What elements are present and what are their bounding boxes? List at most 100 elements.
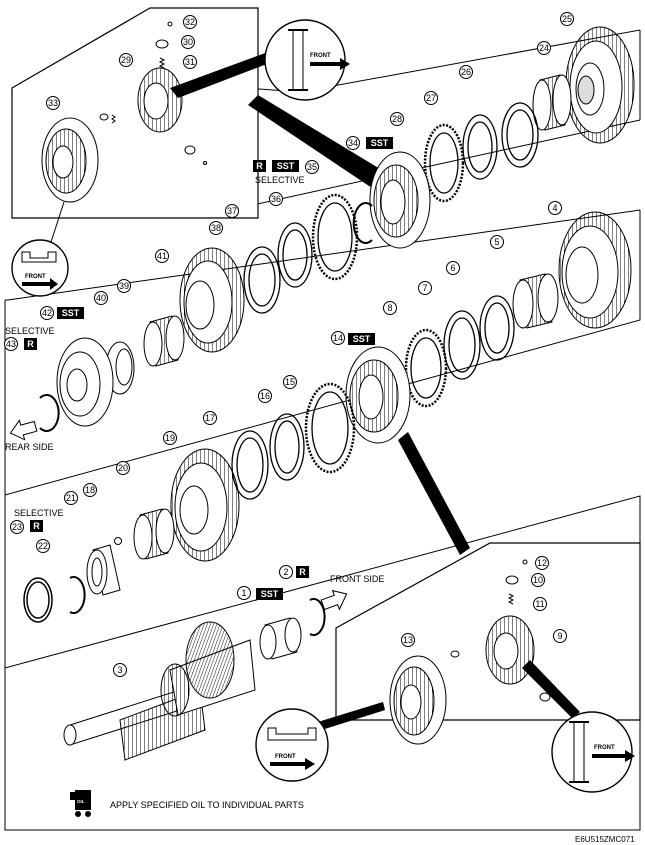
badge-r-23: R <box>30 520 43 532</box>
arrow-right-icon <box>22 278 58 290</box>
needle-bearing-5 <box>512 273 559 329</box>
callout-number: 6 <box>450 263 455 273</box>
ball-18 <box>114 537 122 545</box>
callout-16: 16 <box>258 389 272 403</box>
detent-parts-10-12 <box>450 559 551 702</box>
front-callout-top <box>11 201 69 297</box>
arrow-right-icon <box>592 750 635 762</box>
gear-41 <box>179 247 245 353</box>
callout-number: 10 <box>533 575 543 585</box>
callout-14: 14 <box>331 331 345 345</box>
callout-number: 36 <box>271 194 281 204</box>
synchronizer-ring-38 <box>243 246 281 314</box>
synchronizer-ring-6 <box>479 295 515 361</box>
callout-8: 8 <box>383 301 397 315</box>
callout-32: 32 <box>183 15 197 29</box>
callout-19: 19 <box>163 431 177 445</box>
callout-circle <box>553 629 567 643</box>
callout-circle <box>535 556 549 570</box>
callout-number: 15 <box>285 377 295 387</box>
synchronizer-ring-36 <box>311 193 359 281</box>
callout-circle <box>4 337 18 351</box>
callout-number: 43 <box>6 339 16 349</box>
callout-2: 2 <box>279 565 293 579</box>
callout-26: 26 <box>459 65 473 79</box>
callout-circle <box>10 520 24 534</box>
callout-34: 34 <box>346 136 360 150</box>
svg-text:R: R <box>299 567 306 577</box>
callout-number: 26 <box>461 67 471 77</box>
callout-circle <box>305 160 319 174</box>
badge-sst-1: SST <box>256 588 283 600</box>
callout-number: 8 <box>387 303 392 313</box>
callout-39: 39 <box>117 279 131 293</box>
synchronizer-ring-7 <box>443 310 481 380</box>
front-label-bottom-right: FRONT <box>594 745 615 751</box>
callout-number: 40 <box>96 293 106 303</box>
sleeve-21 <box>86 544 121 596</box>
front-side-label: FRONT SIDE <box>330 574 384 584</box>
callout-number: 34 <box>348 138 358 148</box>
callout-number: 13 <box>403 635 413 645</box>
callout-28: 28 <box>390 112 404 126</box>
callout-20: 20 <box>116 461 130 475</box>
callout-18: 18 <box>83 483 97 497</box>
badge-sst-34: SST <box>366 137 393 149</box>
callout-number: 17 <box>205 413 215 423</box>
ring-23 <box>23 577 53 623</box>
callout-number: 29 <box>121 55 131 65</box>
callout-circle <box>269 192 283 206</box>
callout-number: 31 <box>185 57 195 67</box>
oil-can-icon <box>70 790 91 817</box>
synchronizer-ring-37 <box>277 222 313 288</box>
callout-number: 37 <box>227 206 237 216</box>
callout-circle <box>533 597 547 611</box>
callout-circle <box>331 331 345 345</box>
callout-number: 2 <box>283 567 288 577</box>
callout-number: 21 <box>66 493 76 503</box>
badge-r-35: R <box>253 160 266 172</box>
panel-outlines <box>4 29 641 831</box>
arrow-right-icon <box>270 758 315 770</box>
callout-number: 11 <box>535 599 544 609</box>
clutch-hub-29 <box>137 67 183 133</box>
bearing-1 <box>259 617 302 660</box>
callout-number: 30 <box>183 37 193 47</box>
gear-19 <box>170 448 240 562</box>
callout-circle <box>548 201 562 215</box>
callout-circle <box>459 65 473 79</box>
callout-number: 28 <box>392 114 402 124</box>
callout-circle <box>225 204 239 218</box>
callout-30: 30 <box>181 35 195 49</box>
clutch-hub-34 <box>369 151 431 249</box>
callout-22: 22 <box>36 539 50 553</box>
svg-text:R: R <box>256 161 263 171</box>
synchronizer-ring-17 <box>231 430 269 500</box>
callout-circle <box>203 411 217 425</box>
callout-3: 3 <box>113 663 127 677</box>
callout-17: 17 <box>203 411 217 425</box>
callout-23: 23 <box>10 520 24 534</box>
synchronizer-ring-16 <box>269 413 305 481</box>
needle-bearing-20 <box>133 508 175 560</box>
callout-number: 38 <box>211 223 221 233</box>
callout-number: 24 <box>539 43 549 53</box>
callout-number: 35 <box>307 162 317 172</box>
callout-29: 29 <box>119 53 133 67</box>
mainshaft-3 <box>63 621 256 761</box>
badge-r-2: R <box>296 566 309 578</box>
oil-note: APPLY SPECIFIED OIL TO INDIVIDUAL PARTS <box>110 800 304 810</box>
callout-11: 11 <box>533 597 547 611</box>
callout-number: 32 <box>185 17 195 27</box>
clutch-hub-14 <box>345 346 411 444</box>
badge-sst-42: SST <box>57 307 84 319</box>
figure-code: E6U515ZMC071 <box>575 835 635 844</box>
callout-number: 9 <box>557 631 562 641</box>
bearing-42 <box>56 337 114 427</box>
gear-4 <box>558 211 632 329</box>
front-label-bottom-left: FRONT <box>275 754 296 760</box>
rear-side-arrow <box>9 419 38 441</box>
callout-number: 12 <box>537 558 547 568</box>
sleeve-33 <box>41 117 99 203</box>
callout-circle <box>64 491 78 505</box>
